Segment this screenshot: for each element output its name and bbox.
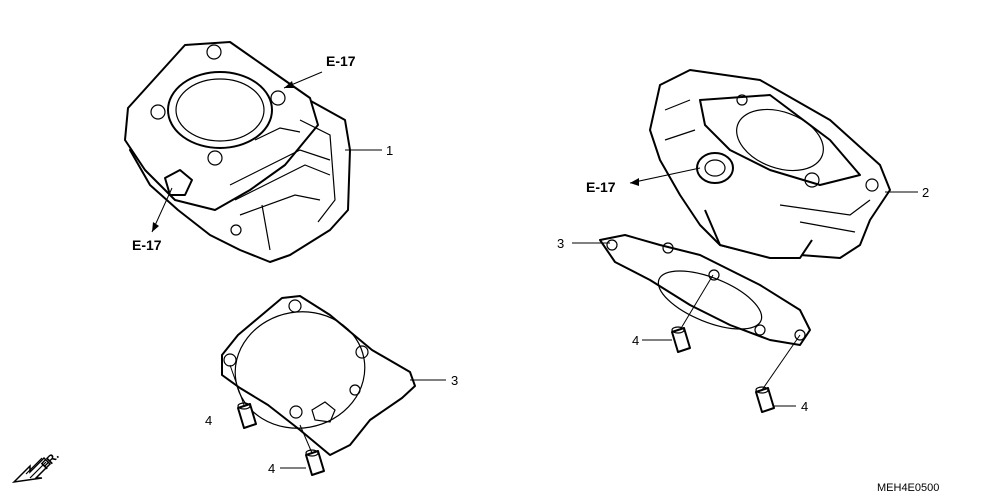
pin-right-a — [671, 326, 691, 353]
callout-cylinder-right: 2 — [922, 185, 929, 200]
left-gasket — [221, 295, 416, 456]
callout-pin-right-a: 4 — [632, 333, 639, 348]
callout-pin-left-b: 4 — [268, 461, 275, 476]
pin-left-a — [237, 402, 257, 429]
right-cylinder — [649, 69, 891, 259]
drawing-code: MEH4E0500 — [877, 482, 939, 494]
leader-lines — [229, 149, 918, 469]
front-arrow-icon — [11, 456, 52, 484]
callout-pin-right-b: 4 — [801, 399, 808, 414]
callout-cylinder-left: 1 — [386, 143, 393, 158]
cross-ref-bottom-left: E-17 — [132, 237, 162, 253]
callout-pin-left-a: 4 — [205, 413, 212, 428]
left-cylinder — [124, 41, 351, 263]
cross-ref-right: E-17 — [586, 179, 616, 195]
callout-gasket-left: 3 — [451, 373, 458, 388]
pin-right-b — [755, 386, 775, 413]
cross-ref-top-left: E-17 — [326, 53, 356, 69]
cross-ref-arrows — [151, 71, 701, 233]
pin-left-b — [305, 449, 325, 476]
front-direction-indicator: FR. — [11, 449, 62, 484]
callout-gasket-right: 3 — [557, 236, 564, 251]
right-gasket — [599, 234, 811, 346]
